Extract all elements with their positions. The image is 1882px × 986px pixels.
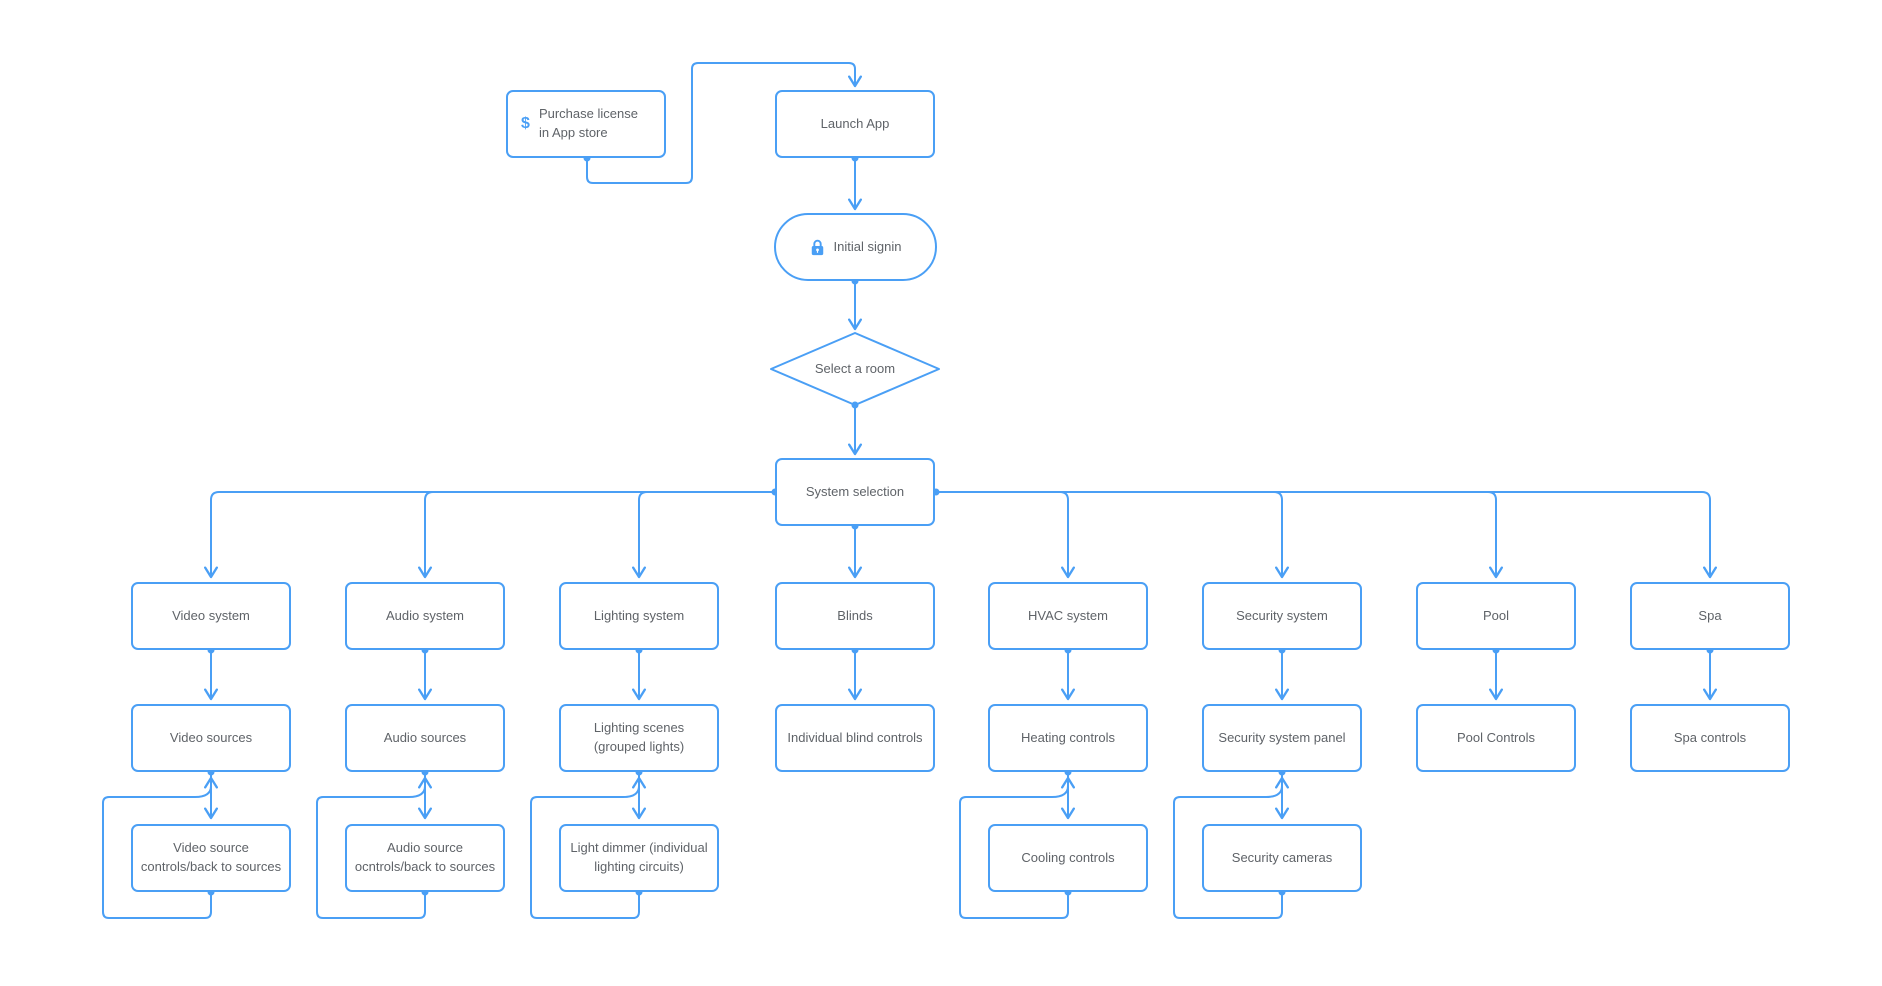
node-security-system[interactable]: Security system (1202, 582, 1362, 650)
node-label: HVAC system (1028, 607, 1108, 623)
node-label: Lighting scenes (grouped lights) (593, 720, 685, 754)
connector-loop (1173, 776, 1289, 919)
node-purchase-license[interactable]: $ Purchase license in App store (506, 90, 666, 158)
connector-line (586, 62, 862, 184)
node-label: Light dimmer (individual lighting circui… (570, 840, 708, 874)
node-label: Spa (1698, 607, 1722, 623)
node-label: Security system (1236, 607, 1328, 623)
node-label: Cooling controls (1021, 849, 1115, 865)
node-system-selection[interactable]: System selection (775, 458, 935, 526)
connector-line (204, 491, 775, 579)
node-pool-controls[interactable]: Pool Controls (1416, 704, 1576, 772)
node-cooling-controls[interactable]: Cooling controls (988, 824, 1148, 892)
node-initial-signin[interactable]: Initial signin (774, 213, 937, 281)
node-label: Security system panel (1218, 729, 1346, 745)
node-label: Audio system (385, 607, 465, 623)
node-label: Spa controls (1673, 729, 1747, 745)
node-video-sources[interactable]: Video sources (131, 704, 291, 772)
node-spa[interactable]: Spa (1630, 582, 1790, 650)
node-label: Audio source ocntrols/back to sources (354, 840, 496, 874)
node-video-system[interactable]: Video system (131, 582, 291, 650)
node-blinds[interactable]: Blinds (775, 582, 935, 650)
node-light-dimmer[interactable]: Light dimmer (individual lighting circui… (559, 824, 719, 892)
connector-line (936, 491, 1503, 579)
connector-line (418, 491, 775, 579)
node-label: System selection (805, 483, 905, 499)
node-pool[interactable]: Pool (1416, 582, 1576, 650)
node-hvac-system[interactable]: HVAC system (988, 582, 1148, 650)
lock-icon (811, 239, 823, 255)
node-label: Video system (172, 607, 250, 623)
connection-dots (207, 154, 1714, 896)
connector-line (936, 491, 1289, 579)
node-label: Blinds (837, 607, 873, 623)
connector-loop (102, 776, 218, 919)
node-label: Purchase license in App store (538, 106, 638, 140)
connector-line (936, 491, 1075, 579)
node-individual-blind-controls[interactable]: Individual blind controls (775, 704, 935, 772)
connector-loop (316, 776, 432, 919)
connector-line (936, 491, 1717, 579)
node-label: Pool Controls (1456, 729, 1536, 745)
dollar-icon: $ (521, 115, 530, 133)
node-label: Individual blind controls (787, 729, 923, 745)
node-label: Security cameras (1231, 849, 1333, 865)
node-launch-app[interactable]: Launch App (775, 90, 935, 158)
node-security-system-panel[interactable]: Security system panel (1202, 704, 1362, 772)
connector-line (632, 491, 775, 579)
node-spa-controls[interactable]: Spa controls (1630, 704, 1790, 772)
node-label: Audio sources (383, 729, 467, 745)
node-security-cameras[interactable]: Security cameras (1202, 824, 1362, 892)
node-heating-controls[interactable]: Heating controls (988, 704, 1148, 772)
node-video-source-controls[interactable]: Video source controls/back to sources (131, 824, 291, 892)
connector-loop (530, 776, 646, 919)
node-select-a-room[interactable]: Select a room (771, 333, 939, 405)
node-label: Heating controls (1021, 729, 1115, 745)
decision-diamond-shape[interactable] (770, 332, 940, 406)
node-label: Launch App (820, 115, 890, 131)
node-lighting-scenes[interactable]: Lighting scenes (grouped lights) (559, 704, 719, 772)
node-lighting-system[interactable]: Lighting system (559, 582, 719, 650)
node-audio-sources[interactable]: Audio sources (345, 704, 505, 772)
node-label: Select a room (814, 360, 896, 376)
node-label: Initial signin (833, 238, 902, 254)
node-label: Video sources (169, 729, 253, 745)
node-label: Lighting system (593, 607, 685, 623)
node-audio-source-controls[interactable]: Audio source ocntrols/back to sources (345, 824, 505, 892)
node-audio-system[interactable]: Audio system (345, 582, 505, 650)
node-label: Pool (1482, 607, 1510, 623)
node-label: Video source controls/back to sources (140, 840, 282, 874)
connector-loop (959, 776, 1075, 919)
